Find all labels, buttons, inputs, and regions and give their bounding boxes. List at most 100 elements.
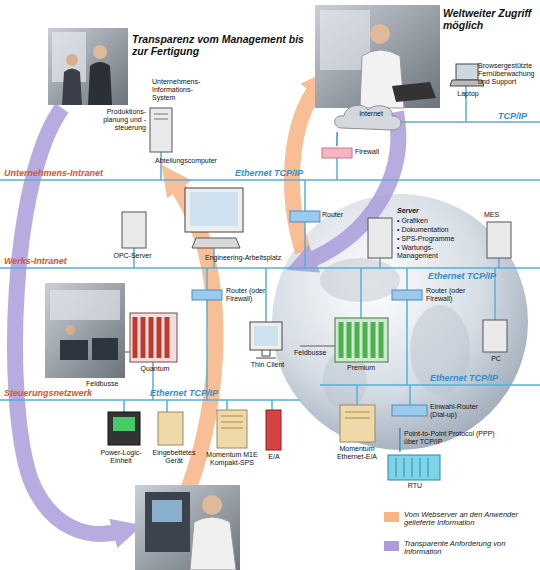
- monitor: [185, 188, 243, 232]
- photo-console: [92, 338, 118, 360]
- device-label: Einwahl-Router (Dial-up): [430, 403, 496, 419]
- photo-panel: [152, 500, 182, 522]
- firewall-box: [322, 148, 352, 158]
- network-bus: [0, 399, 300, 401]
- device-label: E/A: [262, 453, 286, 461]
- office-photo: [48, 28, 128, 105]
- legend-text: Transparente Anforderung von Information: [404, 540, 536, 557]
- device-label: Power-Logic-Einheit: [96, 449, 146, 465]
- device-node: Quantum: [128, 310, 182, 376]
- device-label: Eingebettetes Gerät: [147, 449, 201, 465]
- device-node: Internet: [330, 102, 402, 132]
- tower-computer: [122, 212, 146, 248]
- device-node: E/A: [262, 408, 286, 468]
- photo-person: [202, 495, 222, 515]
- router-box: [290, 211, 320, 222]
- photo-person: [93, 45, 107, 59]
- device-label: PC: [480, 355, 512, 363]
- laptop-screen: [456, 64, 478, 80]
- tower-computer: [150, 108, 172, 152]
- network-bus: [0, 179, 540, 181]
- photo-window: [50, 290, 120, 320]
- device-node: Firewall: [318, 146, 388, 160]
- plc-stripe: [345, 412, 370, 418]
- heading-text: Transparenz vom Management bis zur Ferti…: [132, 33, 304, 57]
- network-name: Unternehmens-Intranet: [4, 168, 144, 178]
- plc-rack: [335, 318, 388, 362]
- note-label: Unternehmens-Informations-System: [152, 78, 208, 101]
- device-node: Browsergestützte Fernüberwachung und Sup…: [450, 60, 540, 108]
- tower-computer: [483, 320, 507, 352]
- photo-person: [62, 69, 82, 106]
- drive-slot: [154, 114, 168, 119]
- globe: [272, 194, 528, 450]
- io-module: [266, 410, 281, 450]
- photo-console: [60, 340, 88, 360]
- device-label: Quantum: [128, 365, 182, 373]
- rtu-module: [396, 458, 428, 477]
- legend-swatch: [384, 512, 399, 522]
- device-label: • SPS-Programme: [397, 235, 477, 243]
- embedded-device: [158, 412, 183, 445]
- power-meter: [108, 412, 140, 445]
- network-name: Ethernet TCP/IP: [428, 271, 528, 281]
- tower-computer: [487, 222, 511, 258]
- network-lines: [0, 86, 540, 412]
- network-bus: [400, 121, 540, 123]
- machine-photo: [135, 485, 240, 570]
- device-node: Power-Logic-Einheit: [96, 410, 146, 485]
- internet-cloud: [335, 105, 401, 130]
- device-node: Premium: [333, 315, 389, 373]
- network-name: TCP/IP: [498, 111, 540, 121]
- legend-swatch: [384, 541, 399, 551]
- device-node: PC: [480, 317, 512, 367]
- rtu-unit: [388, 455, 440, 480]
- device-label: Router (oder Firewall): [426, 287, 482, 303]
- device-label: • Dokumentation: [397, 226, 477, 234]
- device-label: OPC-Server: [105, 252, 160, 260]
- device-label: Firewall: [355, 148, 388, 156]
- connector: [399, 428, 401, 452]
- device-label: Router (oder Firewall): [226, 287, 282, 303]
- note-label: Feldbusse: [86, 380, 131, 388]
- device-node: Router: [288, 208, 350, 226]
- router-box: [392, 290, 422, 300]
- connector: [336, 132, 338, 146]
- device-label: RTU: [386, 482, 444, 490]
- device-node: Einwahl-Router (Dial-up): [390, 400, 500, 428]
- device-label: • Grafiken: [397, 217, 477, 225]
- device-label: Internet: [346, 110, 396, 118]
- device-label: Momentum M1E Kompakt-SPS: [202, 451, 262, 467]
- drop-wire: [124, 86, 499, 412]
- device-node: Router (oder Firewall): [190, 284, 285, 312]
- plc-module: [135, 317, 167, 358]
- monitor-screen: [254, 326, 278, 346]
- plc-rack: [130, 313, 177, 362]
- device-node: Abteilungscomputer: [146, 106, 226, 168]
- monitor-stand: [256, 350, 276, 358]
- device-label: Browsergestützte Fernüberwachung und Sup…: [478, 62, 540, 85]
- device-label: Engineering-Arbeitsplatz: [205, 254, 305, 262]
- device-node: Eingebettetes Gerät: [147, 410, 201, 480]
- device-label: MES: [484, 211, 514, 219]
- photo-person: [88, 62, 112, 105]
- heading-text: Weltweiter Zugriff möglich: [443, 7, 540, 31]
- device-label: • Wartungs-Management: [397, 244, 465, 260]
- network-name: Ethernet TCP/IP: [235, 168, 335, 178]
- meter-display: [113, 417, 135, 431]
- router-box: [192, 290, 222, 300]
- connector-label: Point-to-Point Protocol (PPP) über TCP/I…: [404, 430, 504, 446]
- thin-client: [250, 322, 282, 350]
- control-room-photo: [45, 283, 125, 378]
- network-name: Ethernet TCP/IP: [430, 373, 530, 383]
- device-label: Router: [322, 211, 352, 219]
- globe-continent: [320, 258, 400, 302]
- photo-machine: [145, 492, 190, 552]
- photo-person: [370, 24, 390, 44]
- io-module: [340, 405, 375, 442]
- plc-stripe: [221, 416, 243, 428]
- legend-text: Vom Webserver an den Anwender gelieferte…: [404, 511, 536, 528]
